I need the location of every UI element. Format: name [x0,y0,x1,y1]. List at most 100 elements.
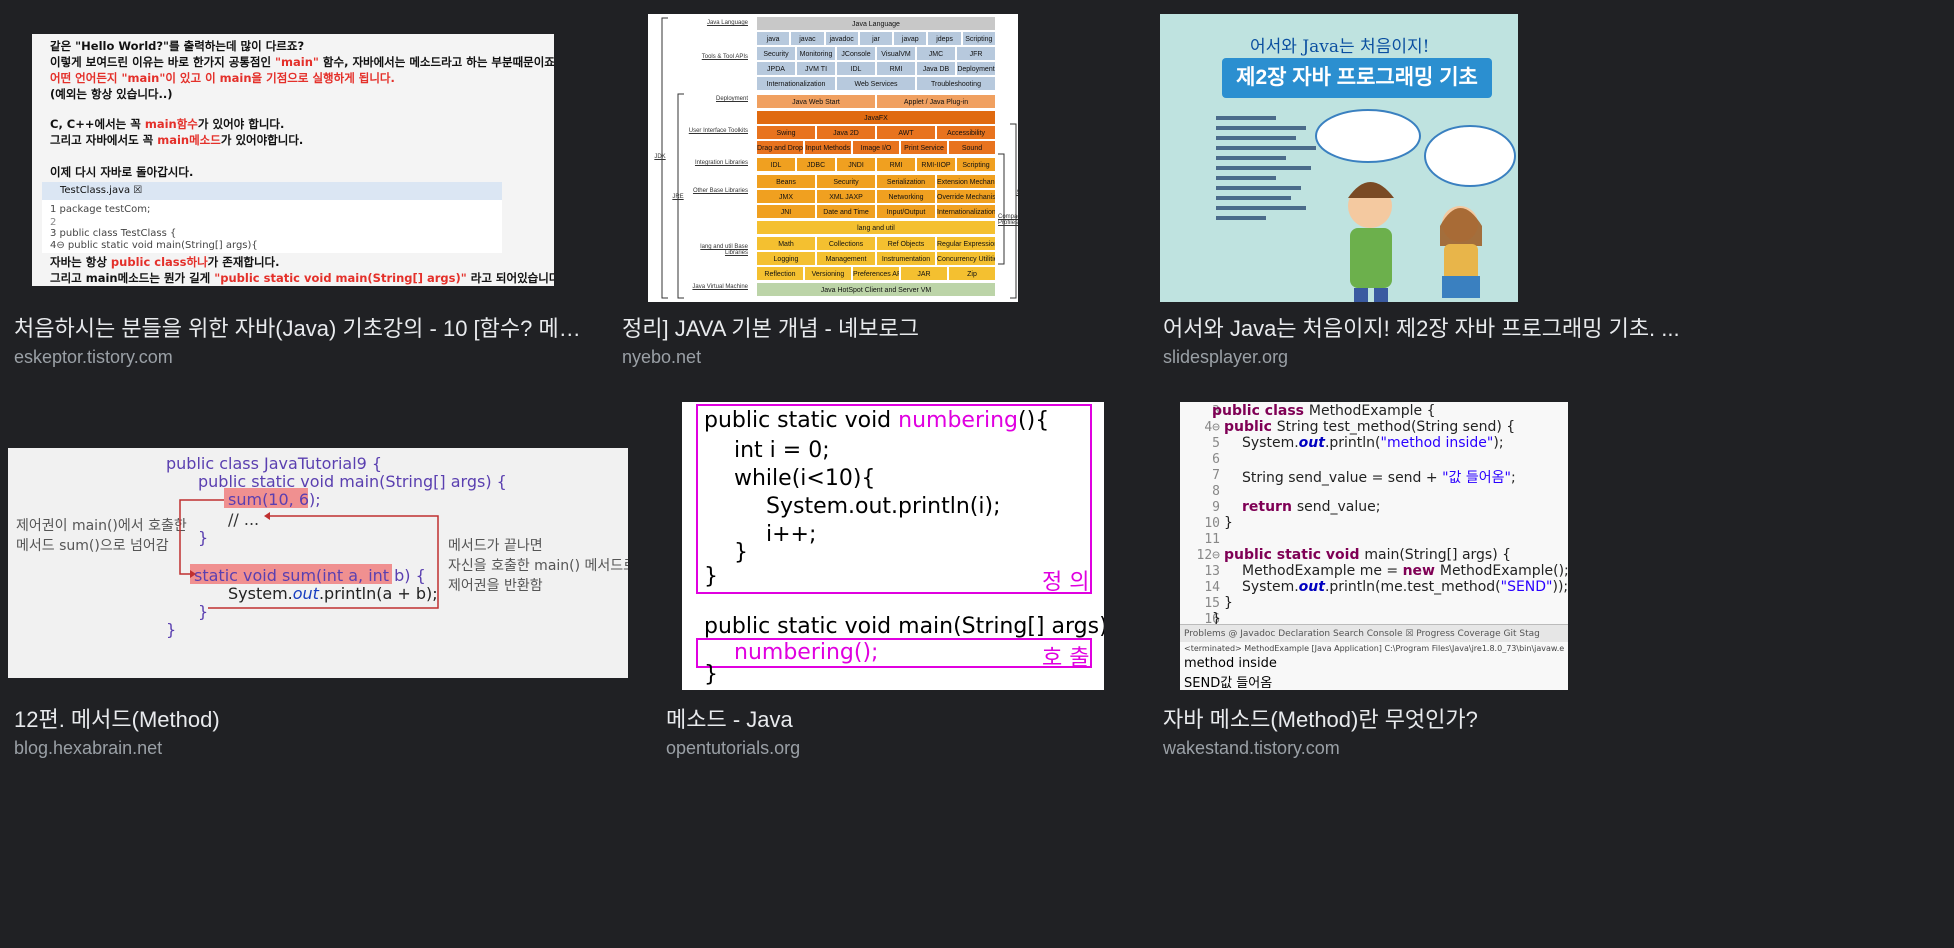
result-card-3[interactable]: 어서와 Java는 처음이지! 제2장 자바 프로그래밍 기초 [1160,0,1954,380]
line-number: 15 [1204,596,1220,611]
result-thumbnail[interactable]: public static void numbering(){ int i = … [682,402,1104,690]
diagram-cell: Drag and Drop [756,140,804,155]
diagram-cell: Scripting [961,31,996,46]
console-header: <terminated> MethodExample [Java Applica… [1184,644,1564,653]
result-source[interactable]: slidesplayer.org [1163,347,1289,367]
cartoon-illustration [1315,109,1516,302]
result-title[interactable]: 12편. 메서드(Method) [14,707,220,732]
thumb-text-line: (예외는 항상 있습니다..) [50,87,173,101]
diagram-cell: Security [816,174,876,189]
result-title[interactable]: 자바 메소드(Method)란 무엇인가? [1163,707,1478,732]
method-highlight [190,564,392,584]
diagram-cell: Concurrency Utilities [936,251,996,266]
code-line: 2 [50,217,57,228]
result-source[interactable]: wakestand.tistory.com [1163,738,1340,758]
code-line: public static void main(String[] args) { [198,472,507,491]
diagram-cell: Extension Mechanism [936,174,996,189]
diagram-cell: Beans [756,174,816,189]
diagram-cell: javac [790,31,825,46]
result-card-6[interactable]: 3 4⊖ 5 6 7 8 9 10 11 12⊖ 13 14 15 16 pub… [1160,400,1954,770]
diagram-cell: Instrumentation [876,251,936,266]
result-thumbnail[interactable]: 3 4⊖ 5 6 7 8 9 10 11 12⊖ 13 14 15 16 pub… [1180,402,1568,690]
result-source[interactable]: nyebo.net [622,347,702,367]
result-source[interactable]: blog.hexabrain.net [14,738,163,758]
diagram-layer-label: User Interface Toolkits [688,128,748,134]
diagram-cell: Troubleshooting [916,76,996,91]
thumb-text-line: 이렇게 보여드린 이유는 바로 한가지 공통점인 "main" 함수, 자바에서… [50,55,554,69]
result-source[interactable]: eskeptor.tistory.com [14,347,173,367]
code-line: String send_value = send + "값 들어옴"; [1242,470,1516,486]
diagram-cell: java [756,31,791,46]
diagram-cell: JavaFX [756,110,996,125]
diagram-layer-label: Tools & Tool APIs [701,54,748,60]
line-number: 3 [1212,404,1220,419]
diagram-brackets [661,17,1017,299]
code-line: System.out.println("method inside"); [1242,435,1504,451]
diagram-cell: lang and util [756,220,996,235]
result-thumbnail[interactable]: 같은 "Hello World?"를 출력하는데 많이 다르죠? 이렇게 보여드… [32,34,554,286]
diagram-cell: Management [816,251,876,266]
diagram-cell: Java DB [916,61,956,76]
call-box [696,638,1092,668]
diagram-side-label: JDK [654,154,666,160]
diagram-layer-label: Deployment [715,96,748,102]
diagram-cell: Java Web Start [756,94,876,109]
result-card-4[interactable]: public class JavaTutorial9 { public stat… [0,400,640,770]
result-title[interactable]: 메소드 - Java [666,707,793,732]
diagram-cell: Input/Output [876,204,936,219]
result-card-1[interactable]: 같은 "Hello World?"를 출력하는데 많이 다르죠? 이렇게 보여드… [0,0,600,380]
diagram-cell: JConsole [836,46,876,61]
line-number: 12⊖ [1196,548,1220,563]
code-line: } [704,564,718,589]
code-line: sum(10, 6); [228,490,321,509]
result-thumbnail[interactable]: 어서와 Java는 처음이지! 제2장 자바 프로그래밍 기초 [1160,14,1518,302]
diagram-cell: Accessibility [936,125,996,140]
code-line: public static void main(String[] args) { [1224,547,1512,563]
diagram-cell: JNDI [836,157,876,172]
diagram-cell: Serialization [876,174,936,189]
diagram-layer-label: Integration Libraries [694,160,748,166]
console-output: method inside [1184,656,1277,671]
result-card-5[interactable]: public static void numbering(){ int i = … [660,400,1120,770]
line-number: 8 [1212,484,1220,499]
result-title[interactable]: 처음하시는 분들을 위한 자바(Java) 기초강의 - 10 [함수? 메소드… [14,316,584,341]
slide-outline [1216,110,1336,260]
definition-label: 정 의 [1042,570,1090,595]
code-line: public class MethodExample { [1212,403,1436,419]
call-highlight [224,488,308,508]
diagram-cell: Override Mechanism [936,189,996,204]
line-number: 10 [1204,516,1220,531]
diagram-cell: Java HotSpot Client and Server VM [756,282,996,297]
diagram-cell: Versioning [804,266,852,281]
result-thumbnail[interactable]: public class JavaTutorial9 { public stat… [8,448,628,678]
diagram-cell: Date and Time [816,204,876,219]
diagram-cell: JPDA [756,61,796,76]
code-line: } [1212,611,1221,627]
line-number: 9 [1212,500,1220,515]
diagram-cell: JMX [756,189,816,204]
code-line: 4⊖ public static void main(String[] args… [50,240,258,251]
diagram-cell: Collections [816,236,876,251]
diagram-side-label: Java SE API [1016,184,1018,196]
slide-banner: 제2장 자바 프로그래밍 기초 [1222,58,1492,98]
code-line: System.out.println(me.test_method("SEND"… [1242,579,1568,595]
result-title[interactable]: 정리] JAVA 기본 개념 - 녜보로그 [622,316,919,341]
diagram-cell: Internationalization [936,204,996,219]
thumb-text-line: 그리고 main메소드는 뭔가 길게 "public static void m… [50,271,554,285]
thumb-text-line: 그리고 자바에서도 꼭 main메소드가 있어야합니다. [50,133,304,147]
call-label: 호 출 [1042,646,1090,671]
thumb-text-line: 이제 다시 자바로 돌아갑시다. [50,165,194,179]
result-source[interactable]: opentutorials.org [666,738,801,758]
code-line: public String test_method(String send) { [1224,419,1516,435]
result-title[interactable]: 어서와 Java는 처음이지! 제2장 자바 프로그래밍 기초. ... [1163,316,1680,341]
diagram-cell: Preferences API [852,266,900,281]
diagram-cell: Image I/O [852,140,900,155]
diagram-cell: JVM TI [796,61,836,76]
diagram-cell: Internationalization [756,76,836,91]
diagram-cell: RMI [876,61,916,76]
code-line: MethodExample me = new MethodExample(); [1242,563,1568,579]
code-line: } [166,620,177,639]
